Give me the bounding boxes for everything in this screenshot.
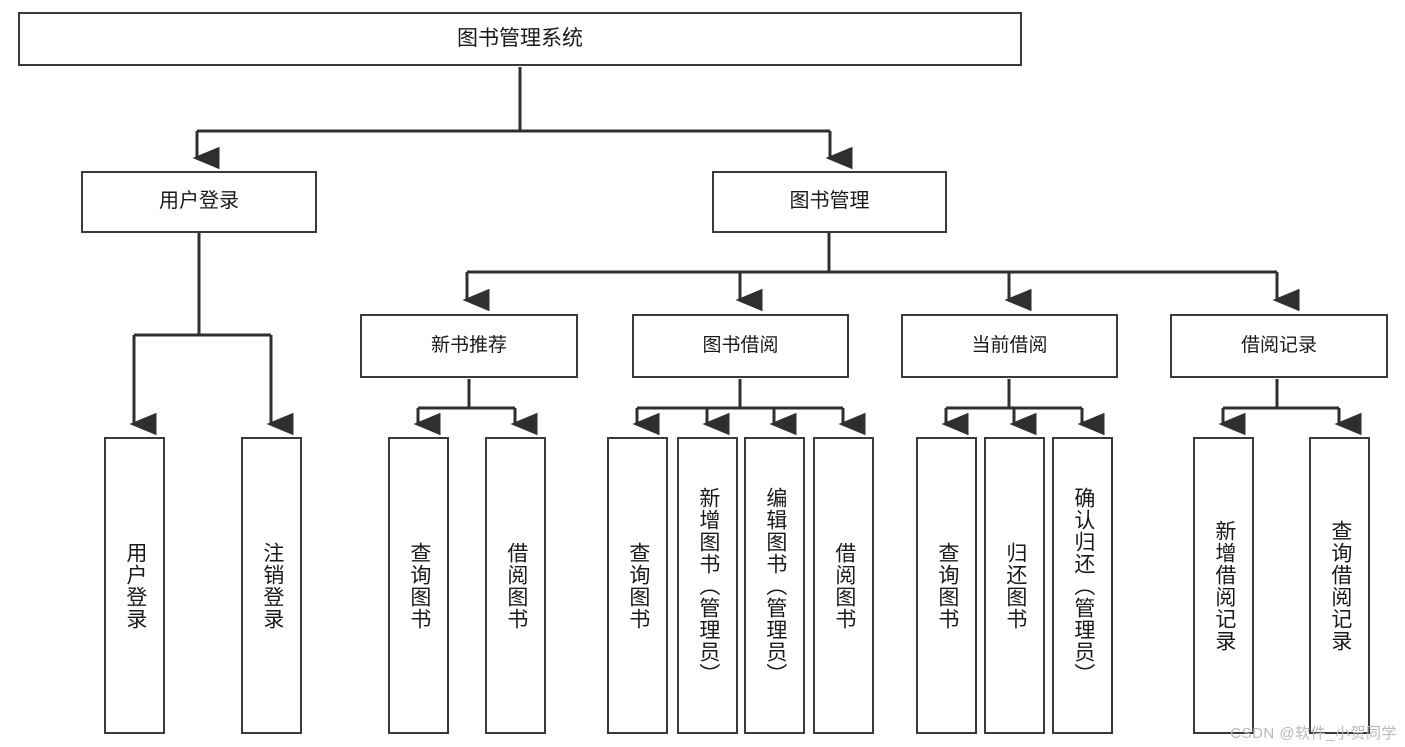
- node-book-borrow-label: 图书借阅: [702, 334, 779, 356]
- node-leaf-borrow-book-1[interactable]: 借阅图书: [485, 437, 546, 734]
- node-borrow-record[interactable]: 借阅记录: [1170, 314, 1388, 378]
- node-user-login[interactable]: 用户登录: [81, 171, 317, 233]
- node-leaf-add-book-label: 新增图书（管理员）: [696, 486, 720, 685]
- node-leaf-edit-book[interactable]: 编辑图书（管理员）: [744, 437, 805, 734]
- node-leaf-query-book-3[interactable]: 查询图书: [916, 437, 977, 734]
- node-leaf-add-record-label: 新增借阅记录: [1212, 519, 1236, 652]
- node-leaf-add-record[interactable]: 新增借阅记录: [1193, 437, 1254, 734]
- node-new-book-recommend[interactable]: 新书推荐: [360, 314, 578, 378]
- csdn-watermark: CSDN @软件_小贺同学: [1230, 725, 1397, 742]
- node-leaf-query-book-1[interactable]: 查询图书: [388, 437, 449, 734]
- node-user-login-label: 用户登录: [159, 190, 239, 213]
- node-leaf-query-book-1-label: 查询图书: [407, 541, 431, 630]
- node-leaf-query-record-label: 查询借阅记录: [1328, 519, 1352, 652]
- node-leaf-borrow-book-2[interactable]: 借阅图书: [813, 437, 874, 734]
- node-leaf-confirm-return[interactable]: 确认归还（管理员）: [1052, 437, 1113, 734]
- node-leaf-borrow-book-2-label: 借阅图书: [832, 541, 856, 630]
- node-root-label: 图书管理系统: [457, 26, 583, 50]
- node-leaf-logout-login[interactable]: 注销登录: [241, 437, 302, 734]
- node-leaf-user-login[interactable]: 用户登录: [104, 437, 165, 734]
- node-root[interactable]: 图书管理系统: [18, 12, 1022, 66]
- node-leaf-confirm-return-label: 确认归还（管理员）: [1071, 486, 1095, 685]
- node-leaf-logout-login-label: 注销登录: [260, 541, 284, 630]
- node-book-borrow[interactable]: 图书借阅: [632, 314, 849, 378]
- node-new-book-recommend-label: 新书推荐: [430, 334, 507, 356]
- node-leaf-query-book-3-label: 查询图书: [935, 541, 959, 630]
- node-borrow-record-label: 借阅记录: [1240, 334, 1317, 356]
- node-leaf-add-book[interactable]: 新增图书（管理员）: [677, 437, 738, 734]
- node-leaf-query-book-2-label: 查询图书: [626, 541, 650, 630]
- node-book-manage[interactable]: 图书管理: [712, 171, 947, 233]
- node-current-borrow[interactable]: 当前借阅: [901, 314, 1118, 378]
- node-leaf-query-record[interactable]: 查询借阅记录: [1309, 437, 1370, 734]
- node-leaf-return-book[interactable]: 归还图书: [984, 437, 1045, 734]
- node-leaf-return-book-label: 归还图书: [1003, 541, 1027, 630]
- node-leaf-edit-book-label: 编辑图书（管理员）: [763, 486, 787, 685]
- node-leaf-query-book-2[interactable]: 查询图书: [607, 437, 668, 734]
- node-leaf-borrow-book-1-label: 借阅图书: [504, 541, 528, 630]
- node-current-borrow-label: 当前借阅: [971, 334, 1048, 356]
- node-book-manage-label: 图书管理: [789, 190, 870, 213]
- node-leaf-user-login-label: 用户登录: [123, 541, 147, 630]
